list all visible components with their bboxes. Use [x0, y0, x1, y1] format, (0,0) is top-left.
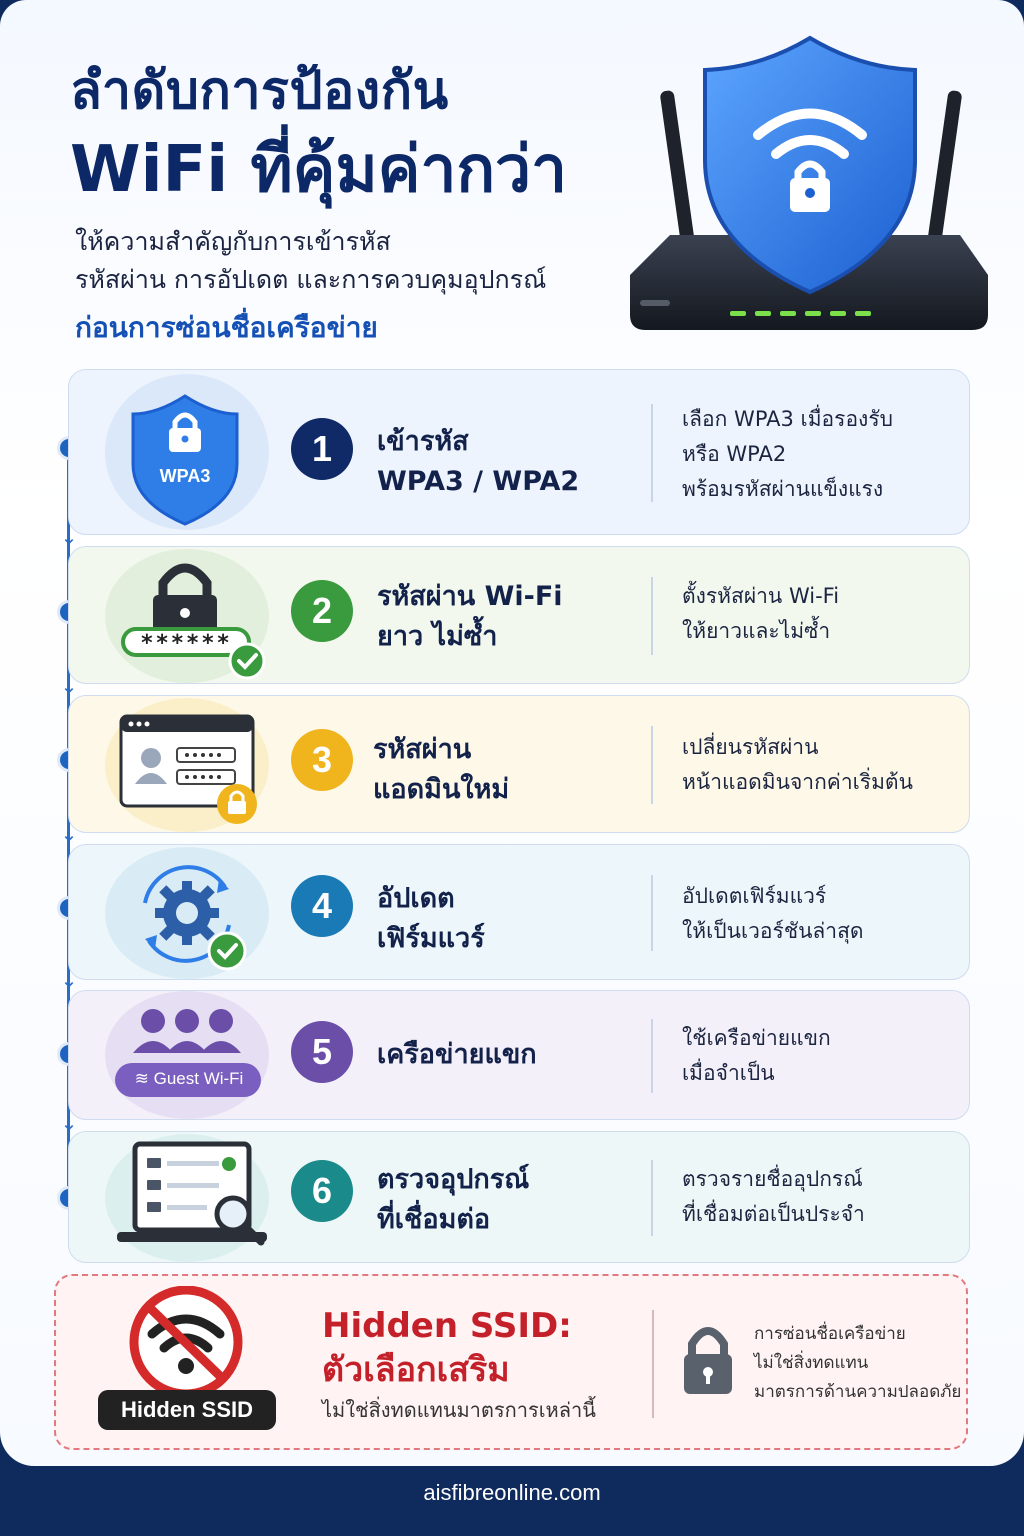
- step-number: 1: [291, 418, 353, 480]
- divider: [651, 404, 653, 502]
- step-number-label: 5: [311, 1031, 333, 1072]
- step-desc-line-1: ตรวจรายชื่ออุปกรณ์: [682, 1167, 863, 1191]
- step-title-line-2: WPA3 / WPA2: [377, 466, 580, 497]
- step-number: 6: [291, 1160, 353, 1222]
- divider: [651, 1019, 653, 1093]
- step-title: รหัสผ่าน แอดมินใหม่: [373, 730, 509, 810]
- step-number: 3: [291, 729, 353, 791]
- step-number-label: 6: [311, 1170, 333, 1211]
- step-title: เครือข่ายแขก: [377, 1035, 537, 1075]
- chevron-down-icon: ⌄: [60, 822, 78, 846]
- step-number-label: 2: [311, 590, 333, 631]
- step-desc-line-1: ใช้เครือข่ายแขก: [682, 1026, 831, 1050]
- step-desc-line-2: ที่เชื่อมต่อเป็นประจำ: [682, 1202, 865, 1226]
- step-description: เปลี่ยนรหัสผ่าน หน้าแอดมินจากค่าเริ่มต้น: [682, 730, 913, 800]
- divider: [651, 875, 653, 951]
- step-desc-line-2: เมื่อจำเป็น: [682, 1061, 775, 1085]
- step-description: ตั้งรหัสผ่าน Wi-Fi ให้ยาวและไม่ซ้ำ: [682, 579, 839, 649]
- wpa3-shield-icon: WPA3: [105, 374, 269, 530]
- step-title-line-2: เฟิร์มแวร์: [377, 923, 485, 954]
- step-desc-line-1: เลือก WPA3 เมื่อรองรับ: [682, 407, 893, 431]
- step-number: 4: [291, 875, 353, 937]
- step-desc-line-2: หน้าแอดมินจากค่าเริ่มต้น: [682, 770, 913, 794]
- divider: [651, 726, 653, 804]
- title-line-2: WiFi ที่คุ้มค่ากว่า: [70, 133, 568, 207]
- step-title-line-2: แอดมินใหม่: [373, 774, 510, 805]
- hidden-desc-line-3: มาตรการด้านความปลอดภัย: [754, 1382, 962, 1402]
- password-mask: ******: [140, 631, 232, 656]
- step-description: เลือก WPA3 เมื่อรองรับ หรือ WPA2 พร้อมรห…: [682, 402, 893, 507]
- hidden-ssid-title-line-1: Hidden SSID:: [322, 1306, 572, 1346]
- step-4-card: 4 อัปเดต เฟิร์มแวร์ อัปเดตเฟิร์มแวร์ ให้…: [68, 844, 970, 980]
- step-2-card: ****** 2 รหัสผ่าน Wi-Fi ยาว ไม่ซ้ำ ตั้งร…: [68, 546, 970, 684]
- step-3-card: 3 รหัสผ่าน แอดมินใหม่ เปลี่ยนรหัสผ่าน หน…: [68, 695, 970, 833]
- step-desc-line-2: ให้เป็นเวอร์ชันล่าสุด: [682, 919, 864, 943]
- step-title: รหัสผ่าน Wi-Fi ยาว ไม่ซ้ำ: [377, 577, 563, 657]
- hidden-desc-line-2: ไม่ใช่สิ่งทดแทน: [754, 1353, 869, 1373]
- divider: [651, 577, 653, 655]
- step-title: ตรวจอุปกรณ์ ที่เชื่อมต่อ: [377, 1160, 529, 1240]
- step-1-card: WPA3 1 เข้ารหัส WPA3 / WPA2 เลือก WPA3 เ…: [68, 369, 970, 535]
- hidden-ssid-title: Hidden SSID: ตัวเลือกเสริม: [322, 1304, 572, 1392]
- hidden-ssid-description: การซ่อนชื่อเครือข่าย ไม่ใช่สิ่งทดแทน มาต…: [754, 1320, 961, 1407]
- divider: [651, 1160, 653, 1236]
- title-line-1: ลำดับการป้องกัน: [70, 61, 449, 121]
- hidden-ssid-subtitle: ไม่ใช่สิ่งทดแทนมาตรการเหล่านี้: [322, 1398, 596, 1422]
- step-number-label: 4: [311, 885, 333, 926]
- hidden-desc-line-1: การซ่อนชื่อเครือข่าย: [754, 1324, 906, 1344]
- chevron-down-icon: ⌄: [60, 1111, 78, 1135]
- password-lock-icon: ******: [105, 549, 269, 683]
- step-desc-line-2: ให้ยาวและไม่ซ้ำ: [682, 619, 831, 643]
- guest-network-icon: ≋ Guest Wi-Fi: [105, 991, 269, 1119]
- hidden-ssid-badge: Hidden SSID: [98, 1390, 276, 1430]
- lock-icon: [684, 1327, 732, 1394]
- hidden-ssid-title-line-2: ตัวเลือกเสริม: [322, 1350, 510, 1390]
- wifi-icon: ≋: [134, 1069, 154, 1088]
- step-description: ตรวจรายชื่ออุปกรณ์ ที่เชื่อมต่อเป็นประจำ: [682, 1162, 865, 1232]
- step-title-line-1: ตรวจอุปกรณ์: [377, 1164, 530, 1195]
- step-title-line-2: ยาว ไม่ซ้ำ: [377, 621, 498, 652]
- subtitle-line-1: ให้ความสำคัญกับการเข้ารหัส: [75, 227, 391, 256]
- guest-wifi-badge: ≋ Guest Wi-Fi: [119, 1069, 259, 1089]
- chevron-down-icon: ⌄: [60, 674, 78, 698]
- firmware-update-gear-icon: [105, 847, 269, 979]
- guest-wifi-label: Guest Wi-Fi: [153, 1069, 244, 1088]
- step-title-line-1: เข้ารหัส: [377, 426, 469, 457]
- step-5-card: ≋ Guest Wi-Fi 5 เครือข่ายแขก ใช้เครือข่า…: [68, 990, 970, 1120]
- step-title: เข้ารหัส WPA3 / WPA2: [377, 422, 579, 502]
- step-description: ใช้เครือข่ายแขก เมื่อจำเป็น: [682, 1021, 831, 1091]
- step-6-card: 6 ตรวจอุปกรณ์ ที่เชื่อมต่อ ตรวจรายชื่ออุ…: [68, 1131, 970, 1263]
- step-desc-line-2: หรือ WPA2: [682, 442, 787, 466]
- step-number-label: 3: [311, 739, 333, 780]
- infographic-card: ลำดับการป้องกัน WiFi ที่คุ้มค่ากว่า ให้ค…: [0, 0, 1024, 1466]
- chevron-down-icon: ⌄: [60, 525, 78, 549]
- divider: [652, 1310, 654, 1418]
- subtitle-line-3: ก่อนการซ่อนชื่อเครือข่าย: [75, 311, 378, 344]
- no-wifi-icon: [129, 1286, 243, 1398]
- step-title: อัปเดต เฟิร์มแวร์: [377, 879, 485, 959]
- step-title-line-2: ที่เชื่อมต่อ: [377, 1204, 491, 1235]
- step-title-line-1: รหัสผ่าน Wi-Fi: [377, 581, 563, 612]
- footer-url: aisfibreonline.com: [423, 1480, 601, 1505]
- step-desc-line-1: เปลี่ยนรหัสผ่าน: [682, 735, 819, 759]
- step-title-line-1: เครือข่ายแขก: [377, 1039, 537, 1070]
- step-title-line-1: รหัสผ่าน: [373, 734, 472, 765]
- step-description: อัปเดตเฟิร์มแวร์ ให้เป็นเวอร์ชันล่าสุด: [682, 879, 864, 949]
- step-title-line-1: อัปเดต: [377, 883, 455, 914]
- router-shield-icon: [630, 35, 988, 330]
- subtitle-line-2: รหัสผ่าน การอัปเดต และการควบคุมอุปกรณ์: [75, 265, 547, 294]
- wpa3-badge-label: WPA3: [159, 466, 211, 486]
- connected-devices-laptop-icon: [105, 1134, 269, 1262]
- hidden-ssid-note: Hidden SSID Hidden SSID: ตัวเลือกเสริม ไ…: [54, 1274, 968, 1450]
- step-number: 5: [291, 1021, 353, 1083]
- admin-login-icon: [105, 698, 269, 832]
- step-desc-line-1: อัปเดตเฟิร์มแวร์: [682, 884, 827, 908]
- step-number-label: 1: [311, 428, 333, 469]
- step-desc-line-3: พร้อมรหัสผ่านแข็งแรง: [682, 477, 884, 501]
- step-desc-line-1: ตั้งรหัสผ่าน Wi-Fi: [682, 584, 840, 608]
- step-number: 2: [291, 580, 353, 642]
